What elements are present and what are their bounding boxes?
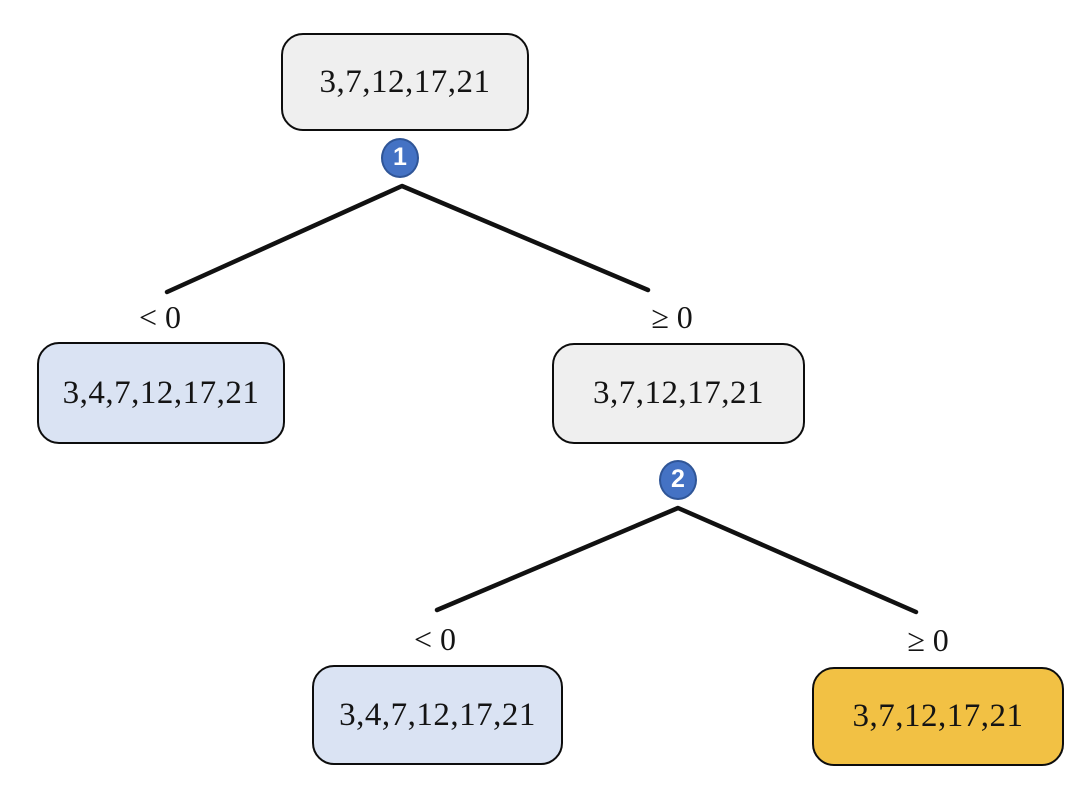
- tree-node-level1-left: 3,4,7,12,17,21: [37, 342, 285, 444]
- tree-node-root-label: 3,7,12,17,21: [319, 63, 491, 100]
- edge-label-greater-equal-zero-1: ≥ 0: [651, 299, 693, 335]
- edge-level2-branches: [434, 505, 919, 615]
- edge-label-greater-equal-zero-2: ≥ 0: [907, 622, 949, 658]
- tree-node-root: 3,7,12,17,21: [281, 33, 529, 131]
- tree-node-level2-right-result: 3,7,12,17,21: [812, 667, 1064, 766]
- tree-node-level1-right-label: 3,7,12,17,21: [593, 375, 764, 411]
- tree-node-level1-left-label: 3,4,7,12,17,21: [62, 374, 260, 411]
- tree-node-level2-left-label: 3,4,7,12,17,21: [339, 696, 536, 733]
- edge-level1-branches: [164, 183, 651, 295]
- step-badge-1: 1: [381, 138, 419, 178]
- edge-label-less-than-zero-1: < 0: [138, 299, 182, 335]
- step-badge-2-number: 2: [671, 464, 685, 493]
- step-badge-2: 2: [659, 460, 697, 500]
- edge-label-less-than-zero-2: < 0: [413, 621, 457, 657]
- step-badge-1-number: 1: [393, 142, 407, 171]
- tree-node-level2-left: 3,4,7,12,17,21: [312, 665, 563, 765]
- tree-node-level1-right: 3,7,12,17,21: [552, 343, 805, 444]
- tree-node-level2-right-label: 3,7,12,17,21: [852, 698, 1024, 734]
